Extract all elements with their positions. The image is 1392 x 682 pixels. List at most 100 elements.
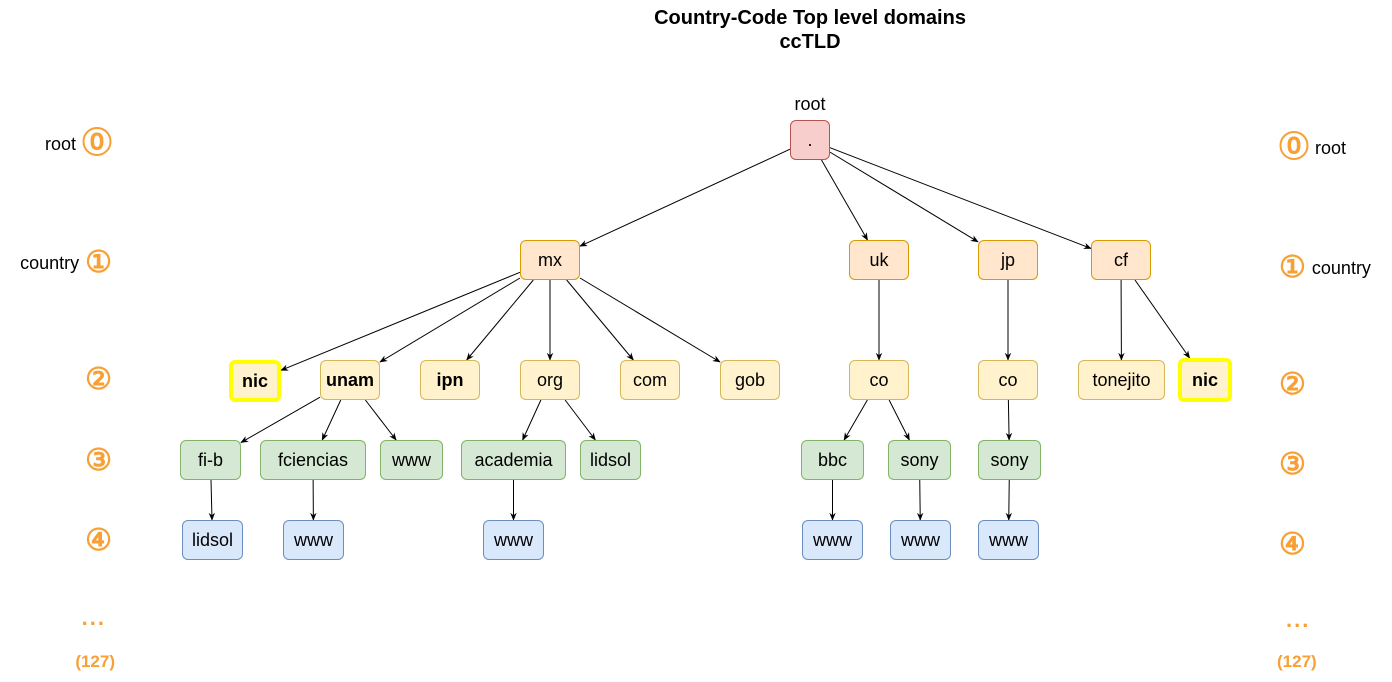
node-label: nic [1191, 369, 1218, 390]
level-right-3: ③ [1279, 449, 1391, 481]
edge-jp-co-to-jp-sony [1005, 399, 1013, 441]
node-label: mx [538, 249, 562, 270]
edge-org-to-academia [522, 399, 542, 441]
level-left-3: ③ [0, 445, 112, 477]
node-label: cf [1113, 249, 1128, 270]
edge-uk-sony-to-uk-sony-www [916, 479, 924, 521]
edge-unam-to-unam-www [364, 399, 397, 441]
level-marker-2-icon: ② [1279, 368, 1306, 401]
level-label: root [44, 133, 76, 154]
node-jp-sony-www[interactable]: www [978, 520, 1039, 560]
node-cf[interactable]: cf [1091, 240, 1151, 280]
node-fib[interactable]: fi-b [180, 440, 241, 480]
node-label: co [869, 369, 889, 390]
level-marker-1-icon: ① [1279, 251, 1306, 284]
diagram-title: Country-Code Top level domains ccTLD [560, 6, 1060, 54]
edge-root-to-mx [579, 148, 791, 247]
level-left-max: (127) [0, 650, 115, 674]
node-jp[interactable]: jp [978, 240, 1038, 280]
node-mx-nic[interactable]: nic [229, 360, 281, 402]
edge-mx-to-unam [379, 277, 521, 363]
node-label: nic [241, 370, 268, 391]
node-unam-www[interactable]: www [380, 440, 443, 480]
node-label: www [494, 529, 533, 550]
node-label: academia [474, 449, 553, 470]
title-line-1: Country-Code Top level domains [654, 7, 966, 29]
level-marker-2-icon: ② [85, 363, 112, 396]
node-label: org [536, 369, 563, 390]
edge-uk-co-to-bbc [843, 399, 868, 441]
level-right-0: ⓪ root [1279, 132, 1391, 164]
node-label: lidsol [589, 449, 632, 470]
node-uk-sony-www[interactable]: www [890, 520, 951, 560]
node-tonejito[interactable]: tonejito [1078, 360, 1165, 400]
edge-uk-co-to-uk-sony [888, 399, 910, 441]
root-caption: root [794, 94, 826, 114]
node-label: lidsol [191, 529, 234, 550]
node-label: gob [734, 369, 766, 390]
node-uk-sony[interactable]: sony [888, 440, 951, 480]
level-right-max: (127) [1277, 650, 1347, 674]
node-label: www [813, 529, 852, 550]
node-bbc-www[interactable]: www [802, 520, 863, 560]
node-fib-lidsol[interactable]: lidsol [182, 520, 243, 560]
edge-root-to-cf [829, 147, 1092, 249]
max-levels-count: (127) [1277, 652, 1317, 671]
node-academia-www[interactable]: www [483, 520, 544, 560]
edge-mx-to-ipn [466, 279, 534, 361]
node-label: uk [869, 249, 889, 270]
node-label: www [392, 449, 431, 470]
level-marker-4-icon: ④ [85, 524, 112, 557]
level-label: country [20, 252, 80, 273]
node-cf-nic[interactable]: nic [1178, 358, 1232, 402]
node-jp-sony[interactable]: sony [978, 440, 1041, 480]
level-left-more: ... [0, 605, 106, 630]
ellipsis-icon: ... [1286, 607, 1311, 632]
node-label: bbc [817, 449, 848, 470]
node-unam[interactable]: unam [320, 360, 380, 400]
node-org[interactable]: org [520, 360, 580, 400]
node-label: . [807, 129, 813, 150]
edge-mx-to-mx-nic [280, 271, 521, 371]
node-fciencias-www[interactable]: www [283, 520, 344, 560]
ellipsis-icon: ... [81, 605, 106, 630]
node-label: sony [900, 449, 939, 470]
node-label: fciencias [277, 449, 349, 470]
node-jp-co[interactable]: co [978, 360, 1038, 400]
edge-unam-to-fciencias [321, 399, 342, 441]
edge-cf-to-cf-nic [1134, 279, 1191, 359]
edge-mx-to-com [566, 279, 634, 361]
edge-org-to-org-lidsol [564, 399, 596, 441]
node-label: www [989, 529, 1028, 550]
level-marker-0-icon: ⓪ [82, 127, 112, 160]
node-label: com [632, 369, 667, 390]
level-marker-1-icon: ① [85, 246, 112, 279]
node-com[interactable]: com [620, 360, 680, 400]
node-label: tonejito [1092, 369, 1151, 390]
level-label: root [1315, 137, 1347, 158]
max-levels-count: (127) [75, 652, 115, 671]
node-gob[interactable]: gob [720, 360, 780, 400]
edge-root-to-jp [829, 151, 979, 243]
node-uk[interactable]: uk [849, 240, 909, 280]
level-right-1: ① country [1279, 252, 1391, 284]
node-uk-co[interactable]: co [849, 360, 909, 400]
node-label: ipn [436, 369, 464, 390]
level-left-2: ② [0, 364, 112, 396]
node-root[interactable]: . [790, 120, 830, 160]
level-left-1: country ① [0, 247, 112, 279]
level-right-more: ... [1286, 607, 1346, 632]
node-fciencias[interactable]: fciencias [260, 440, 366, 480]
node-label: fi-b [197, 449, 223, 470]
node-mx[interactable]: mx [520, 240, 580, 280]
level-right-4: ④ [1279, 529, 1391, 561]
node-label: www [901, 529, 940, 550]
node-academia[interactable]: academia [461, 440, 566, 480]
node-label: unam [325, 369, 374, 390]
node-bbc[interactable]: bbc [801, 440, 864, 480]
node-ipn[interactable]: ipn [420, 360, 480, 400]
node-org-lidsol[interactable]: lidsol [580, 440, 641, 480]
edge-mx-to-gob [579, 277, 721, 363]
level-marker-3-icon: ③ [85, 444, 112, 477]
